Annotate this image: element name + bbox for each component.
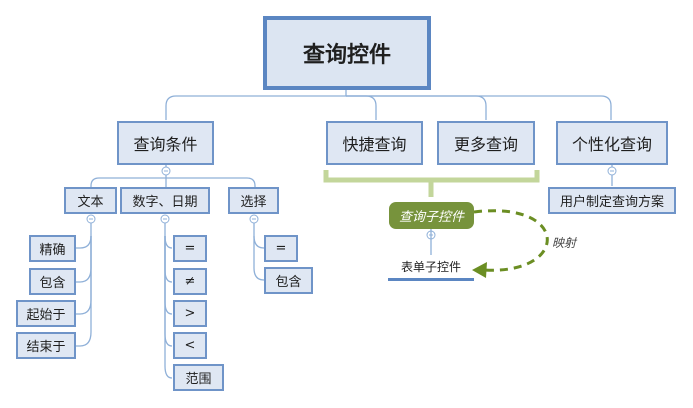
topic-user-defined-scheme[interactable]: 用户制定查询方案 [548,187,676,214]
connector-condition-select [166,177,256,188]
topic-personalized-query[interactable]: 个性化查询 [556,121,668,165]
text-op-starts-with[interactable]: 起始于 [16,300,76,327]
connector-select-op2 [253,236,265,281]
number-op-range[interactable]: 范围 [173,364,224,391]
topic-quick-query[interactable]: 快捷查询 [326,121,423,165]
connector-root-query-condition [165,90,347,120]
text-op-ends-with[interactable]: 结束于 [16,332,76,359]
number-op-greater[interactable]: > [173,300,207,327]
number-op-equal[interactable]: = [173,235,207,262]
text-op-contains[interactable]: 包含 [29,268,76,295]
connector-text-op2 [76,236,92,283]
text-op-exact[interactable]: 精确 [29,235,76,262]
relation-line [473,209,549,272]
relation-arrowhead [472,262,487,278]
select-op-contains[interactable]: 包含 [264,267,313,294]
number-op-less[interactable]: < [173,332,207,359]
connector-condition-text [90,165,167,188]
summary-bracket [323,170,540,197]
relation-label-mapping[interactable]: 映射 [551,235,576,250]
connector-number-op4 [164,236,173,347]
form-subcontrol-underline [388,278,474,281]
topic-number-date[interactable]: 数字、日期 [120,187,210,214]
root-topic[interactable]: 查询控件 [263,16,431,90]
connector-number-op5 [164,236,173,379]
summary-topic-query-subcontrol[interactable]: 查询子控件 [389,202,474,229]
connector-root-quick-query [346,95,377,120]
connector-root-more-query [346,95,487,120]
number-op-not-equal[interactable]: ≠ [173,268,207,295]
connector-root-personalized-query [346,95,612,120]
topic-text[interactable]: 文本 [64,187,117,214]
topic-form-subcontrol[interactable]: 表单子控件 [400,259,461,274]
topic-query-condition[interactable]: 查询条件 [117,121,214,165]
select-op-equal[interactable]: = [264,235,298,262]
connector-text-op4 [76,236,92,347]
topic-select[interactable]: 选择 [228,187,279,214]
topic-more-query[interactable]: 更多查询 [437,121,535,165]
